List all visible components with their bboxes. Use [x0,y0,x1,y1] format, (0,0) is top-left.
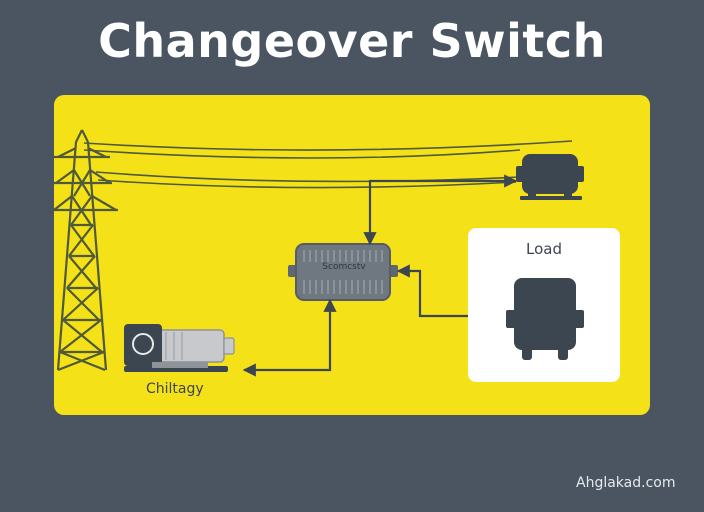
changeover-switch-icon [288,243,398,301]
connection-wires [242,174,518,377]
motor-icon [516,154,584,200]
appliance-icon [506,278,584,360]
page-title: Changeover Switch [98,14,606,68]
load-box: Load [468,228,620,382]
load-label: Load [526,240,562,258]
watermark: Ahglakad.com [576,475,676,491]
generator-icon [124,324,235,372]
transmission-tower-icon [52,129,118,372]
generator-label: Chiltagy [146,381,204,397]
switch-label: Scomcstv [322,262,366,272]
